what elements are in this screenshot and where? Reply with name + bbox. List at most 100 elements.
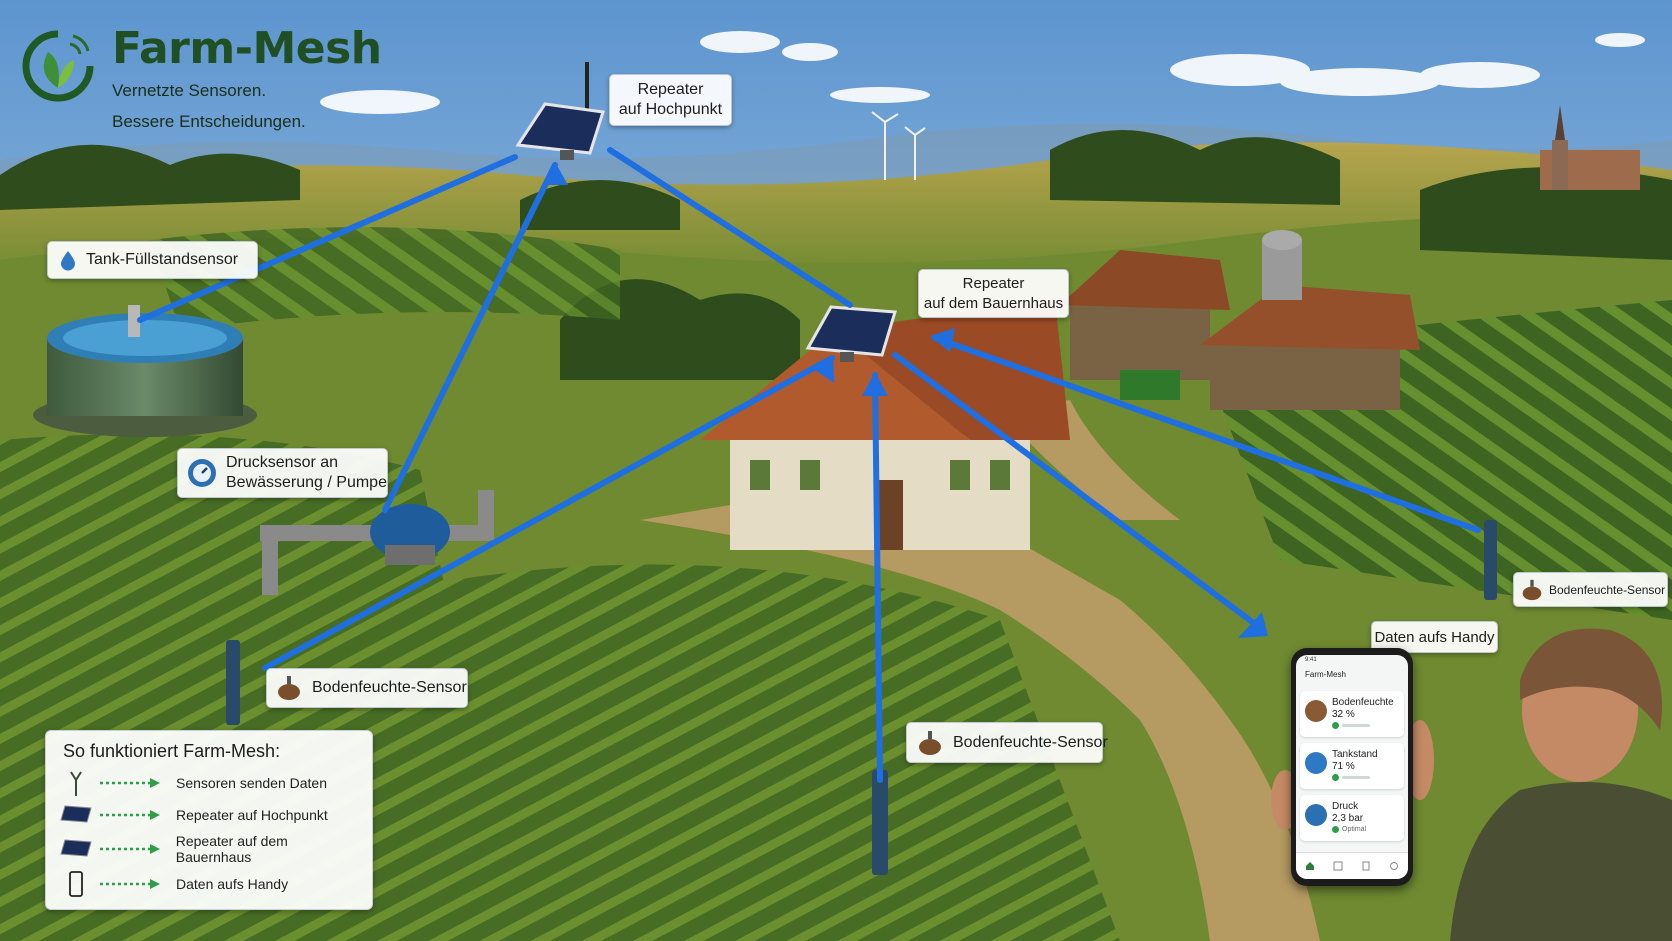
legend-item-repeater-house: Repeater auf dem Bauernhaus <box>56 833 366 865</box>
legend-title: So funktioniert Farm-Mesh: <box>63 741 281 761</box>
hill-field <box>150 227 620 330</box>
phone-card-status-text: Optimal <box>1342 826 1367 833</box>
status-bar <box>1342 724 1370 727</box>
village-church <box>1540 105 1640 190</box>
link-tank-to-hill-repeater <box>137 154 518 323</box>
label-soil-sensor-middle: Bodenfeuchte-Sensor <box>906 722 1108 763</box>
phone-card-soil[interactable]: Bodenfeuchte 32 % <box>1300 691 1404 737</box>
legend-item-text: Repeater auf dem Bauernhaus <box>175 833 288 865</box>
legend-item-text: Repeater auf Hochpunkt <box>176 807 328 823</box>
soil-sensor-icon <box>919 730 941 755</box>
legend-item-sensors: Sensoren senden Daten <box>56 768 366 798</box>
leaf-signal-logo-icon <box>22 30 94 102</box>
phone-time: 9:41 <box>1305 657 1317 663</box>
label-pressure-sensor-line2: Bewässerung / Pumpe <box>226 474 387 491</box>
home-icon[interactable] <box>1305 861 1315 871</box>
water-tank <box>33 305 257 437</box>
phone-tab-bar <box>1296 852 1408 879</box>
link-pump-to-hill-repeater <box>382 162 558 513</box>
dotted-arrow-icon <box>99 844 160 854</box>
label-repeater-hill: Repeater auf Hochpunkt <box>609 74 732 126</box>
arrowhead-soil-left <box>811 355 835 384</box>
phone-card-status: Optimal <box>1332 826 1366 833</box>
phone-card-name: Druck <box>1332 801 1359 812</box>
gauge-icon <box>1305 804 1327 826</box>
phone-screen: 9:41 Farm-Mesh Bodenfeuchte 32 % Tanksta… <box>1296 655 1408 879</box>
arrowhead-up-hill <box>544 162 568 185</box>
label-pressure-sensor-line1: Drucksensor an <box>226 454 339 471</box>
status-ok-icon <box>1332 774 1339 781</box>
dotted-arrow-icon <box>100 810 160 820</box>
phone-card-status <box>1332 722 1370 729</box>
brand-tagline-2: Bessere Entscheidungen. <box>112 112 306 132</box>
legend-item-text: Sensoren senden Daten <box>176 775 327 791</box>
solar-repeater-hill <box>515 62 605 160</box>
arrowhead-soil-middle <box>862 372 888 396</box>
dotted-arrow-icon <box>100 778 160 788</box>
phone-card-value: 71 % <box>1332 761 1355 772</box>
chart-icon[interactable] <box>1333 861 1343 871</box>
status-ok-icon <box>1332 722 1339 729</box>
phone-card-tank[interactable]: Tankstand 71 % <box>1300 743 1404 789</box>
phone-card-name: Bodenfeuchte <box>1332 697 1394 708</box>
farmhouse <box>700 300 1070 550</box>
water-drop-icon <box>1305 752 1327 774</box>
dotted-arrow-icon <box>100 879 160 889</box>
phone-card-value: 32 % <box>1332 709 1355 720</box>
link-soil-right-to-house <box>932 335 1481 533</box>
label-repeater-house-line2: auf dem Bauernhaus <box>923 294 1064 312</box>
phone-app-title: Farm-Mesh <box>1305 670 1346 679</box>
water-drop-icon <box>61 251 75 271</box>
soil-sensor-icon <box>1522 579 1542 600</box>
label-soil-sensor-right-text: Bodenfeuchte-Sensor <box>1549 582 1666 597</box>
label-tank-sensor: Tank-Füllstandsensor <box>47 241 258 279</box>
brand-logo: Farm-Mesh Vernetzte Sensoren. Bessere En… <box>18 23 382 134</box>
label-repeater-hill-line2: auf Hochpunkt <box>618 101 723 118</box>
label-soil-sensor-left-text: Bodenfeuchte-Sensor <box>312 679 467 696</box>
arrowhead-to-phone <box>1238 612 1268 638</box>
settings-icon[interactable] <box>1389 861 1399 871</box>
solar-repeater-house <box>805 305 897 362</box>
label-repeater-hill-line1: Repeater <box>637 81 704 98</box>
solar-repeater-icon <box>60 839 92 857</box>
soil-sensor-probes <box>226 520 1497 875</box>
irrigation-pump <box>260 490 494 595</box>
label-tank-sensor-text: Tank-Füllstandsensor <box>86 251 239 268</box>
label-phone-data: Daten aufs Handy <box>1371 621 1498 653</box>
mesh-connections <box>137 147 1481 783</box>
label-pressure-sensor: Drucksensor an Bewässerung / Pumpe <box>177 448 388 498</box>
brand-title: Farm-Mesh <box>112 23 382 74</box>
legend-item-text: Daten aufs Handy <box>176 876 289 892</box>
smartphone-icon <box>69 871 83 897</box>
crop-field-middle <box>300 564 1120 941</box>
smartphone: 9:41 Farm-Mesh Bodenfeuchte 32 % Tanksta… <box>1291 648 1413 886</box>
link-house-to-phone <box>892 352 1266 633</box>
phone-card-status <box>1332 774 1370 781</box>
solar-repeater-icon <box>60 805 92 823</box>
legend-item-repeater-hill: Repeater auf Hochpunkt <box>56 800 366 830</box>
legend-item-phone: Daten aufs Handy <box>56 869 366 899</box>
status-ok-icon <box>1332 826 1339 833</box>
brand-tagline-1: Vernetzte Sensoren. <box>112 81 267 101</box>
phone-card-pressure[interactable]: Druck 2,3 bar Optimal <box>1300 795 1404 841</box>
label-soil-sensor-right: Bodenfeuchte-Sensor <box>1513 572 1668 607</box>
soil-sensor-icon <box>278 676 300 700</box>
label-soil-sensor-left: Bodenfeuchte-Sensor <box>266 668 468 708</box>
list-icon[interactable] <box>1361 861 1371 871</box>
sensor-probe-icon <box>70 771 82 796</box>
tree-lines <box>0 130 1672 380</box>
label-repeater-house: Repeater auf dem Bauernhaus <box>918 269 1069 318</box>
dirt-road <box>640 500 1320 941</box>
arrowhead-soil-right <box>930 328 955 352</box>
legend-box: So funktioniert Farm-Mesh: Sensoren send… <box>45 730 373 910</box>
clouds <box>320 31 1645 114</box>
phone-card-value: 2,3 bar <box>1332 813 1364 824</box>
pressure-gauge-icon <box>188 459 216 487</box>
label-soil-sensor-middle-text: Bodenfeuchte-Sensor <box>953 733 1108 751</box>
link-hill-to-house-repeater <box>607 147 853 308</box>
phone-card-name: Tankstand <box>1332 749 1378 760</box>
barns <box>1060 230 1420 410</box>
label-repeater-house-line1: Repeater <box>962 274 1025 292</box>
